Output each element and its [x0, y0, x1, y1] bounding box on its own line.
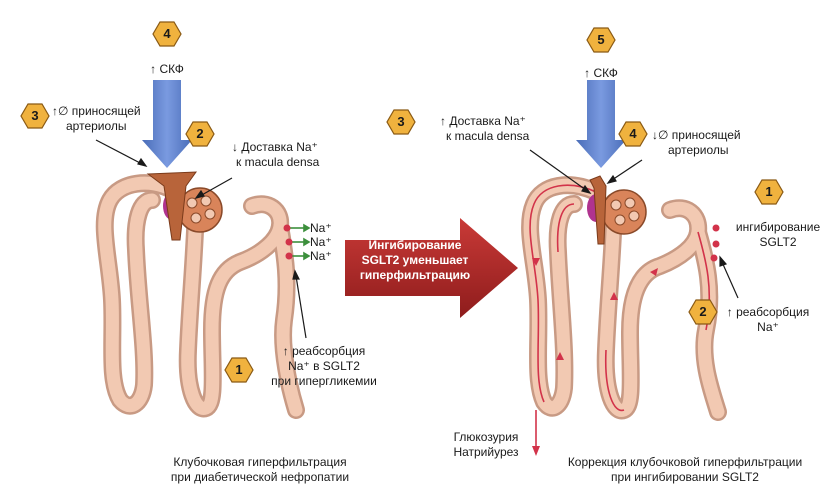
- left-gfr-label: ↑ СКФ: [150, 62, 184, 76]
- badge-right-2: 2: [689, 298, 717, 326]
- inhibition-banner: Ингибирование SGLT2 уменьшает гиперфильт…: [345, 218, 495, 308]
- badge-left-3: 3: [21, 102, 49, 130]
- left-nephron: [95, 80, 311, 419]
- right-caption-2: при ингибировании SGLT2: [611, 470, 759, 484]
- banner-text: Ингибирование SGLT2 уменьшает гиперфильт…: [351, 238, 479, 283]
- badge-label: 5: [597, 32, 605, 47]
- left-glomerulus-capillaries: [186, 195, 216, 224]
- badge-left-1: 1: [225, 356, 253, 384]
- badge-left-4: 4: [153, 20, 181, 48]
- badge-shapes: [20, 21, 784, 383]
- left-reabs-label-1: ↑ реабсорбция: [282, 344, 366, 358]
- badge-label: 3: [397, 114, 405, 129]
- badge-label: 2: [196, 126, 204, 141]
- right-inhib-label-1: ингибирование: [735, 220, 821, 234]
- left-reabs-label-3: при гипергликемии: [271, 374, 377, 388]
- right-caption-1: Коррекция клубочковой гиперфильтрации: [567, 455, 803, 469]
- badge-label: 3: [31, 108, 39, 123]
- badge-right-3: 3: [387, 108, 415, 136]
- right-glomerulus: [601, 189, 647, 235]
- left-na-delivery-label-2: к macula densa: [236, 155, 320, 169]
- left-sglt2-dots: [283, 224, 293, 260]
- badge-right-4: 4: [619, 120, 647, 148]
- left-na-delivery-label-1: ↓ Доставка Na⁺: [232, 140, 318, 154]
- badge-left-2: 2: [186, 120, 214, 148]
- right-nephron: [521, 80, 739, 456]
- badge-label: 1: [235, 362, 243, 377]
- right-gfr-arrow: [576, 80, 626, 168]
- left-afferent-arteriole: [146, 171, 198, 241]
- right-inhib-label-2: SGLT2: [759, 235, 797, 249]
- right-flow-arrowheads: [532, 258, 658, 456]
- left-tubule-body: [98, 176, 303, 417]
- right-na-delivery-label-2: к macula densa: [446, 129, 530, 143]
- left-callout-arrows: [95, 139, 307, 339]
- badge-right-1: 1: [755, 178, 783, 206]
- right-callout-arrows: [529, 149, 739, 299]
- left-gfr-arrow: [142, 80, 192, 168]
- left-caption-1: Клубочковая гиперфильтрация: [173, 455, 347, 469]
- banner-line-3: гиперфильтрацию: [359, 268, 471, 282]
- badge-label: 4: [629, 126, 637, 141]
- badge-label: 2: [699, 304, 707, 319]
- badge-label: 4: [163, 26, 171, 41]
- right-sglt2-dots: [710, 224, 720, 262]
- right-afferent-label-2: артериолы: [668, 143, 729, 157]
- right-glomerulus-capillaries: [610, 197, 640, 226]
- inhibition-arrow: [345, 218, 518, 318]
- right-urine-label-1: Глюкозурия: [453, 430, 519, 444]
- left-caption-2: при диабетической нефропатии: [170, 470, 350, 484]
- badge-right-5: 5: [587, 26, 615, 54]
- right-urine-label-2: Натрийурез: [453, 445, 519, 459]
- right-afferent-label-1: ↓∅ приносящей: [652, 128, 741, 142]
- banner-line-1: Ингибирование: [368, 238, 462, 252]
- left-na-ion-2: Na⁺: [310, 235, 332, 249]
- right-afferent-arteriole: [589, 175, 607, 245]
- left-afferent-label-1: ↑∅ приносящей: [52, 104, 141, 118]
- right-na-delivery-label-1: ↑ Доставка Na⁺: [440, 114, 526, 128]
- banner-line-2: SGLT2 уменьшает: [361, 253, 469, 267]
- left-reabs-label-2: Na⁺ в SGLT2: [288, 359, 360, 373]
- badge-label: 1: [765, 184, 773, 199]
- right-reabs-label-1: ↑ реабсорбция: [726, 305, 810, 319]
- right-reabs-label-2: Na⁺: [757, 320, 779, 334]
- left-na-ion-1: Na⁺: [310, 221, 332, 235]
- left-afferent-label-2: артериолы: [66, 119, 127, 133]
- left-na-ion-3: Na⁺: [310, 249, 332, 263]
- right-gfr-label: ↑ СКФ: [584, 66, 618, 80]
